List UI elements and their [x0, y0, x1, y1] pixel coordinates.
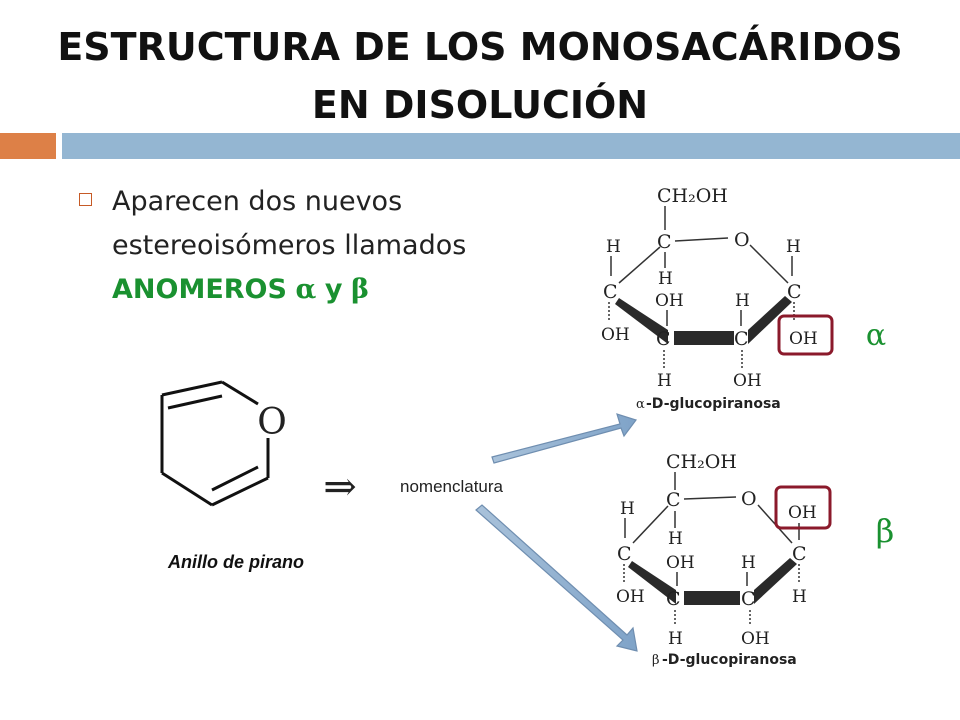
and-word: y [324, 274, 343, 305]
alpha-ch2oh: CH₂OH [657, 185, 728, 207]
bullet-line-2: estereoisómeros llamados [112, 230, 467, 261]
title-line-2: EN DISOLUCIÓN [311, 83, 649, 127]
pyran-bond-1 [161, 380, 223, 397]
alpha-h-c3: H [657, 371, 672, 391]
nomenclatura-label: nomenclatura [400, 477, 504, 496]
alpha-name-prefix: α [636, 397, 645, 412]
alpha-oh-c4: OH [601, 325, 630, 345]
pyran-oxygen: O [257, 402, 287, 443]
pyran-double-bond-2 [211, 465, 259, 492]
beta-c2: C [741, 588, 756, 610]
pyran-caption: Anillo de pirano [167, 552, 304, 572]
alpha-symbol: α [295, 274, 317, 305]
beta-ch2oh: CH₂OH [666, 451, 737, 473]
arrow-to-beta [475, 504, 638, 652]
beta-symbol: β [351, 274, 370, 305]
beta-c3: C [666, 588, 681, 610]
beta-side-symbol: β [876, 512, 895, 550]
pyran-bond-4 [211, 476, 269, 507]
arrow-to-alpha [491, 413, 637, 464]
beta-h-left: H [620, 499, 635, 519]
alpha-c1: C [787, 281, 802, 303]
beta-name: -D-glucopiranosa [662, 652, 797, 668]
alpha-glucopyranose: CH₂OH C O H H C C H OH H OH OH C C H OH … [601, 185, 834, 412]
alpha-oh-inner: OH [655, 291, 684, 311]
beta-oh-c4: OH [616, 587, 645, 607]
bullet-line-3: ANOMEROS α y β [112, 268, 532, 312]
pyran-ring [160, 380, 270, 507]
beta-glucopyranose: CH₂OH C O OH H C C H OH H OH H C C H OH … [616, 451, 832, 668]
beta-h-inner-2: H [741, 553, 756, 573]
alpha-c4: C [603, 281, 618, 303]
alpha-h-right: H [786, 237, 801, 257]
alpha-h-inner-2: H [735, 291, 750, 311]
beta-h-inner: H [668, 529, 683, 549]
pyran-bond-5 [161, 471, 213, 507]
title-accent-bar-orange [0, 133, 56, 159]
alpha-h-left: H [606, 237, 621, 257]
alpha-oh-c1: OH [789, 329, 818, 349]
title-accent-bar-blue [62, 133, 960, 159]
beta-ring-oxygen: O [741, 488, 757, 510]
bullet-line-1: Aparecen dos nuevos [112, 186, 403, 217]
alpha-name: -D-glucopiranosa [646, 396, 781, 412]
alpha-c2: C [734, 328, 749, 350]
bullet-text: Aparecen dos nuevos estereoisómeros llam… [112, 180, 532, 312]
beta-c5: C [666, 489, 681, 511]
beta-c4: C [617, 543, 632, 565]
alpha-oh-c2: OH [733, 371, 762, 391]
beta-name-prefix: β [652, 653, 660, 668]
beta-oh-c2: OH [741, 629, 770, 649]
alpha-c3: C [656, 328, 671, 350]
alpha-h-inner: H [658, 269, 673, 289]
anomeros-label: ANOMEROS [112, 274, 287, 305]
alpha-oh-highlight-box [777, 314, 834, 356]
beta-oh-inner: OH [666, 553, 695, 573]
alpha-side-symbol: α [866, 318, 886, 353]
beta-oh-c1-top: OH [788, 503, 817, 523]
alpha-c5: C [657, 231, 672, 253]
pyran-bond-2 [221, 380, 259, 406]
beta-h-c1: H [792, 587, 807, 607]
beta-oh-highlight-box [774, 485, 832, 530]
title-line-1: ESTRUCTURA DE LOS MONOSACÁRIDOS [57, 25, 903, 69]
beta-h-c3: H [668, 629, 683, 649]
pyran-double-bond-1 [167, 394, 223, 410]
bullet-square-icon [79, 193, 92, 206]
beta-c1: C [792, 543, 807, 565]
alpha-ring-oxygen: O [734, 229, 750, 251]
implies-arrow-icon: ⇒ [323, 464, 357, 510]
slide-title: ESTRUCTURA DE LOS MONOSACÁRIDOS EN DISOL… [20, 18, 940, 134]
